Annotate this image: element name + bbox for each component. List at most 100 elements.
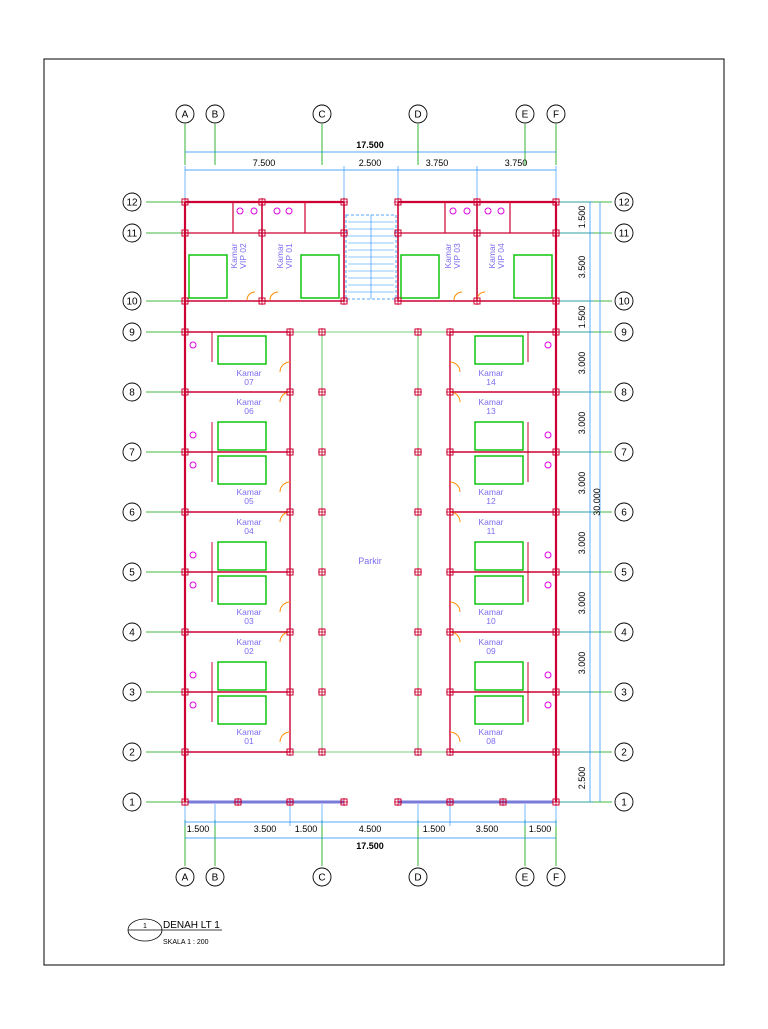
grid-bubble-row-label: 3 [621,688,627,699]
drawing-scale: SKALA 1 : 200 [163,939,209,946]
room-label-vip-03: Kamar VIP 03 [443,243,462,269]
grid-bubble-row-label: 12 [618,198,630,209]
grid-bubble-row [614,502,634,522]
grid-bubble-column [408,104,428,124]
room-label-line: 09 [486,646,496,656]
room-label-kamar-08: Kamar 08 [478,727,503,746]
toilet-fixture [449,207,457,215]
grid-bubble-column-label: F [553,873,559,884]
door-swing [449,601,461,613]
bed [217,335,267,365]
room-label-line: 13 [486,406,496,416]
right-dimension-total: 30.000 [592,488,602,516]
room-label-vip-01: Kamar VIP 01 [275,243,294,269]
bed [300,254,340,299]
bed [474,695,524,725]
room-label-line: Kamar [236,727,261,737]
grid-bubble-row-label: 6 [621,508,627,519]
door-swing [453,291,463,301]
room-label-kamar-11: Kamar 11 [478,517,503,536]
grid-bubble-column-label: F [553,110,559,121]
grid-bubble-row [122,223,142,243]
room-label-line: 08 [486,736,496,746]
grid-bubble-column-label: C [318,873,325,884]
room-label-line: Kamar [478,637,503,647]
toilet-fixture [544,461,552,469]
bed [474,661,524,691]
grid-bubble-row-label: 8 [129,388,135,399]
grid-bubble-row-label: 11 [127,229,138,240]
room-label-kamar-05: Kamar 05 [236,487,261,506]
room-label-line: VIP 02 [238,243,248,269]
room-label-line: 04 [244,526,254,536]
dimension-lines [184,151,601,839]
grid-bubble-row [614,682,634,702]
grid-bubble-row-label: 10 [126,297,138,308]
drawing-title: DENAH LT 1 [163,920,220,931]
door-swing [449,731,461,743]
door-swing [279,511,291,523]
bed [474,575,524,605]
room-label-line: 05 [244,496,254,506]
room-label-vip-04: Kamar VIP 04 [487,243,506,269]
door-swing [269,291,279,301]
room-label-line: 07 [244,377,254,387]
grid-bubble-row-label: 7 [621,448,627,459]
top-dimension-total: 17.500 [356,140,384,150]
room-label-line: Kamar [478,368,503,378]
parking-area-label: Parkir [358,556,382,566]
grid-bubble-column [515,104,535,124]
grid-bubble-column-label: E [522,110,529,121]
bed [217,575,267,605]
room-label-line: VIP 03 [452,243,462,269]
room-label-line: Kamar [236,607,261,617]
door-swing [449,511,461,523]
room-label-line: 06 [244,406,254,416]
door-swing [279,631,291,643]
room-label-kamar-07: Kamar 07 [236,368,261,387]
toilet-fixture [544,671,552,679]
bed [474,335,524,365]
right-dimension-segment: 3.000 [577,652,587,675]
grid-bubble-row [614,442,634,462]
toilet-fixture [189,431,197,439]
bed [217,661,267,691]
grid-bubble-column [205,867,225,887]
room-label-line: Kamar [443,243,453,268]
toilet-fixture [236,207,244,215]
bottom-dimension-segment: 4.500 [359,824,382,834]
grid-bubble-row-label: 4 [621,628,627,639]
room-label-line: Kamar [236,397,261,407]
room-label-line: Kamar [236,487,261,497]
door-swing [279,601,291,613]
room-label-line: Kamar [478,397,503,407]
grid-bubble-column [546,867,566,887]
room-label-line: 01 [244,736,254,746]
door-swing [449,361,461,373]
grid-bubble-row-label: 2 [129,748,135,759]
toilet-fixture [273,207,281,215]
room-label-kamar-09: Kamar 09 [478,637,503,656]
bed [217,455,267,485]
bottom-dimension-segment: 1.500 [295,824,318,834]
drawing-title-block: 1 DENAH LT 1 SKALA 1 : 200 [127,918,222,946]
room-label-kamar-12: Kamar 12 [478,487,503,506]
room-label-line: Kamar [487,243,497,268]
room-label-line: Kamar [478,517,503,527]
grid-bubble-row [614,622,634,642]
grid-bubble-row-label: 8 [621,388,627,399]
grid-bubble-row [122,622,142,642]
grid-bubble-row [614,291,634,311]
grid-bubble-column-label: E [522,873,529,884]
grid-bubble-row-label: 9 [129,328,135,339]
toilet-fixture [189,341,197,349]
room-label-kamar-14: Kamar 14 [478,368,503,387]
bed [513,254,553,299]
door-swing [279,481,291,493]
toilet-fixture [544,431,552,439]
grid-bubble-row-label: 5 [129,568,135,579]
grid-bubble-column [515,867,535,887]
toilet-fixture [544,551,552,559]
